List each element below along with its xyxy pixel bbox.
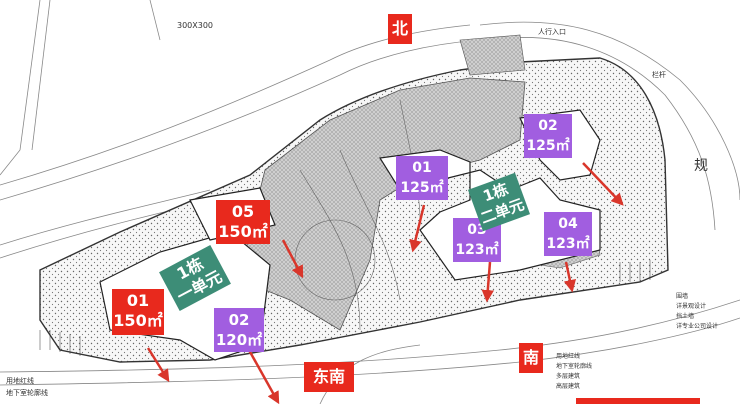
legend-item: 挡土墙 (676, 313, 695, 320)
legend-item: 地下室轮廓线 (556, 363, 593, 370)
north-label: 北 (388, 14, 412, 44)
unit-label-02-120: 02 120㎡ (214, 308, 264, 352)
unit-area: 125㎡ (526, 138, 570, 154)
unit-id: 01 (126, 291, 150, 310)
legend-item: 围墙 (676, 293, 689, 300)
legend-lower: 用地红线 地下室轮廓线 多层建筑 高层建筑 (556, 352, 592, 392)
unit-id: 05 (231, 202, 255, 221)
fence-note: 栏杆 (652, 71, 666, 79)
unit-area: 150㎡ (218, 222, 268, 241)
unit-id: 02 (538, 118, 558, 134)
unit-label-05-150: 05 150㎡ (216, 200, 270, 244)
unit-label-01-150: 01 150㎡ (112, 289, 164, 335)
legend: 围墙 详景观设计 挡土墙 详专业公司设计 (676, 292, 736, 332)
unit-id: 02 (228, 311, 250, 329)
north-hatch (459, 34, 526, 76)
unit-label-02-125: 02 125㎡ (524, 114, 572, 158)
stair-ticks (39, 260, 651, 356)
unit-area: 125㎡ (400, 180, 444, 196)
bottom-bar (576, 398, 700, 404)
left-legend-1: 用地红线 (6, 377, 34, 385)
unit-label-01-125: 01 125㎡ (396, 156, 448, 200)
unit-label-04-123: 04 123㎡ (544, 212, 592, 256)
legend-item: 高层建筑 (556, 383, 581, 390)
south-label: 南 (519, 343, 543, 373)
unit-area: 123㎡ (455, 242, 499, 258)
legend-item: 详景观设计 (676, 303, 707, 310)
legend-item: 多层建筑 (556, 373, 581, 380)
southeast-label: 东南 (304, 362, 354, 392)
unit-area: 123㎡ (546, 236, 590, 252)
legend-item: 用地红线 (556, 353, 581, 360)
legend-item: 详专业公司设计 (676, 323, 719, 330)
unit-id: 01 (412, 160, 432, 176)
top-note: 300X300 (177, 21, 214, 30)
entrance-note: 人行入口 (538, 28, 566, 36)
road-note: 规 (694, 158, 708, 174)
direction-arrows (146, 162, 624, 404)
unit-id: 04 (558, 216, 578, 232)
left-legend-2: 地下室轮廓线 (6, 389, 48, 397)
unit-area: 150㎡ (113, 311, 163, 330)
unit-area: 120㎡ (215, 331, 263, 349)
